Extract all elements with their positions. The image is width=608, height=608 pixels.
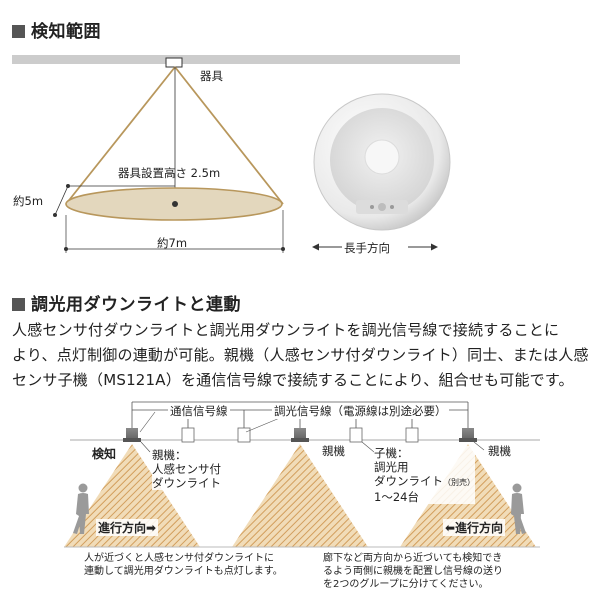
parent-fixture-center-label: 親機 bbox=[320, 443, 347, 459]
ceiling-bar bbox=[12, 55, 300, 64]
caption-left: 人が近づくと人感センサ付ダウンライトに 連動して調光用ダウンライトも点灯します。 bbox=[84, 553, 283, 577]
depth-label: 約5m bbox=[13, 194, 44, 208]
arrow-right-icon bbox=[408, 243, 438, 251]
detection-range-diagram bbox=[12, 55, 300, 253]
center-dot bbox=[172, 201, 178, 207]
parent-fixture-left bbox=[123, 428, 141, 442]
person-right-icon bbox=[511, 483, 526, 534]
parent-fixture-label: 親機： 人感センサ付 ダウンライト bbox=[152, 448, 221, 490]
ceiling-bar-extension bbox=[300, 55, 460, 64]
comm-line-label: 通信信号線 bbox=[168, 403, 230, 419]
fixture-label: 器具 bbox=[200, 69, 223, 83]
child-fixture-label: 子機： 調光用 ダウンライト（別売） 1〜24台 bbox=[374, 446, 475, 504]
cone-left-edge bbox=[65, 66, 176, 205]
direction-label: 長手方向 bbox=[344, 241, 390, 255]
square-bullet-icon bbox=[12, 298, 25, 311]
parent-fixture-right bbox=[459, 428, 477, 442]
travel-direction-left: 進行方向➡ bbox=[96, 519, 159, 536]
dim-line-label: 調光信号線（電源線は別途必要） bbox=[272, 403, 449, 419]
downlight-product-image bbox=[313, 93, 451, 231]
fixture-icon bbox=[165, 57, 183, 68]
arrow-left-icon bbox=[312, 243, 342, 251]
detect-label: 検知 bbox=[92, 447, 117, 461]
travel-direction-right: ⬅進行方向 bbox=[443, 519, 506, 536]
width-label: 約7m bbox=[157, 236, 188, 250]
description-paragraph: 人感センサ付ダウンライトと調光用ダウンライトを調光信号線で接続することに より、… bbox=[12, 321, 589, 389]
section-title-detection-range: 検知範囲 bbox=[12, 17, 101, 42]
person-left-icon bbox=[73, 483, 89, 534]
caption-right: 廊下など両方向から近づいても検知でき るよう両側に親機を配置し信号線の送り を2… bbox=[323, 553, 503, 590]
parent-fixture-center bbox=[291, 428, 309, 442]
parent-fixture-right-label: 親機 bbox=[486, 443, 513, 459]
height-label: 器具設置高さ 2.5m bbox=[118, 166, 221, 180]
cone-right-edge bbox=[174, 66, 284, 205]
square-bullet-icon bbox=[12, 25, 25, 38]
depth-dimension-line bbox=[54, 185, 69, 216]
section-title-linkage: 調光用ダウンライトと連動 bbox=[12, 290, 241, 315]
beam-center bbox=[232, 444, 368, 547]
